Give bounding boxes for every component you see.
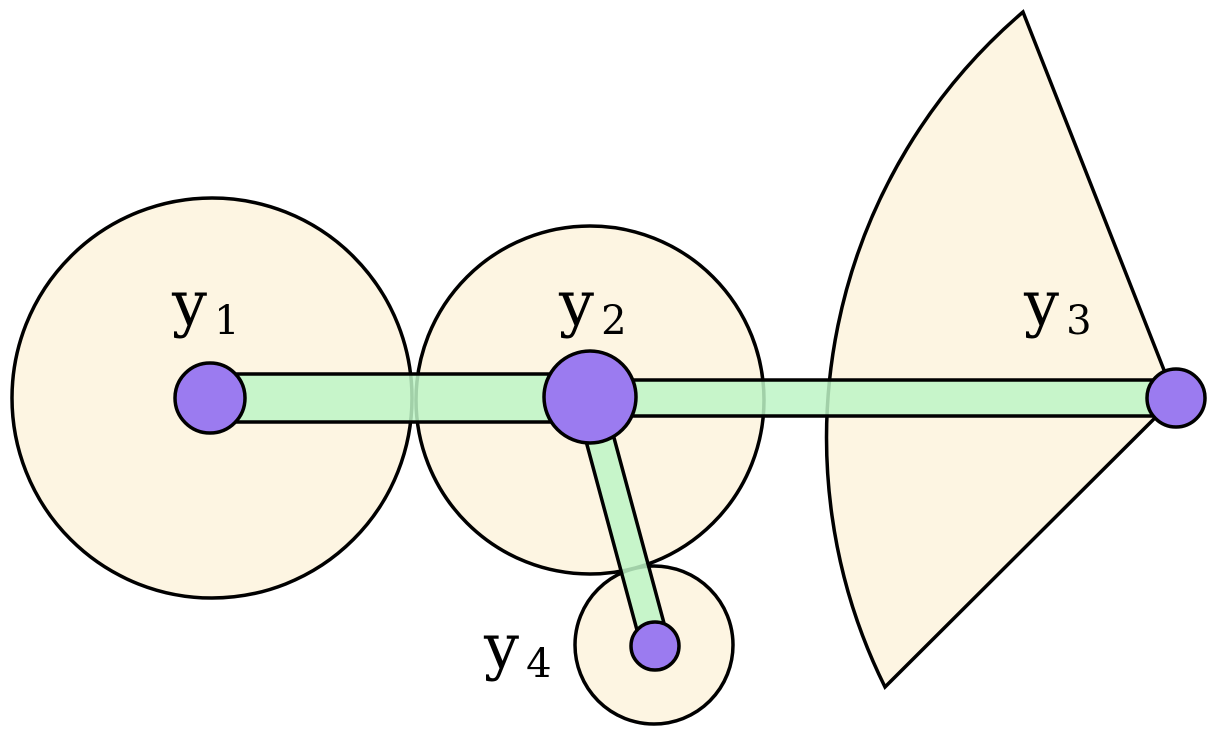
region-y3-sector [824, 9, 1178, 690]
label-y2: y 2 [558, 267, 627, 344]
link-y2-y3 [588, 378, 1178, 418]
label-y3-base: y [1023, 267, 1059, 340]
label-y1-base: y [171, 267, 207, 340]
node-y2[interactable] [542, 349, 638, 445]
links [208, 372, 1178, 647]
label-y4-base: y [483, 610, 519, 683]
label-y3-sub: 3 [1066, 298, 1091, 344]
link-y1-y2 [208, 372, 592, 424]
nodes [173, 349, 1207, 672]
node-y3[interactable] [1145, 367, 1207, 429]
node-y1[interactable] [173, 361, 247, 435]
label-y2-sub: 2 [601, 298, 626, 344]
labels: y 1 y 2 y 3 y 4 [171, 267, 1092, 687]
label-y4: y 4 [483, 610, 552, 687]
node-y4[interactable] [629, 620, 681, 672]
label-y1: y 1 [171, 267, 240, 344]
label-y3: y 3 [1023, 267, 1092, 344]
label-y1-sub: 1 [214, 298, 239, 344]
label-y2-base: y [558, 267, 594, 340]
label-y4-sub: 4 [526, 641, 551, 687]
